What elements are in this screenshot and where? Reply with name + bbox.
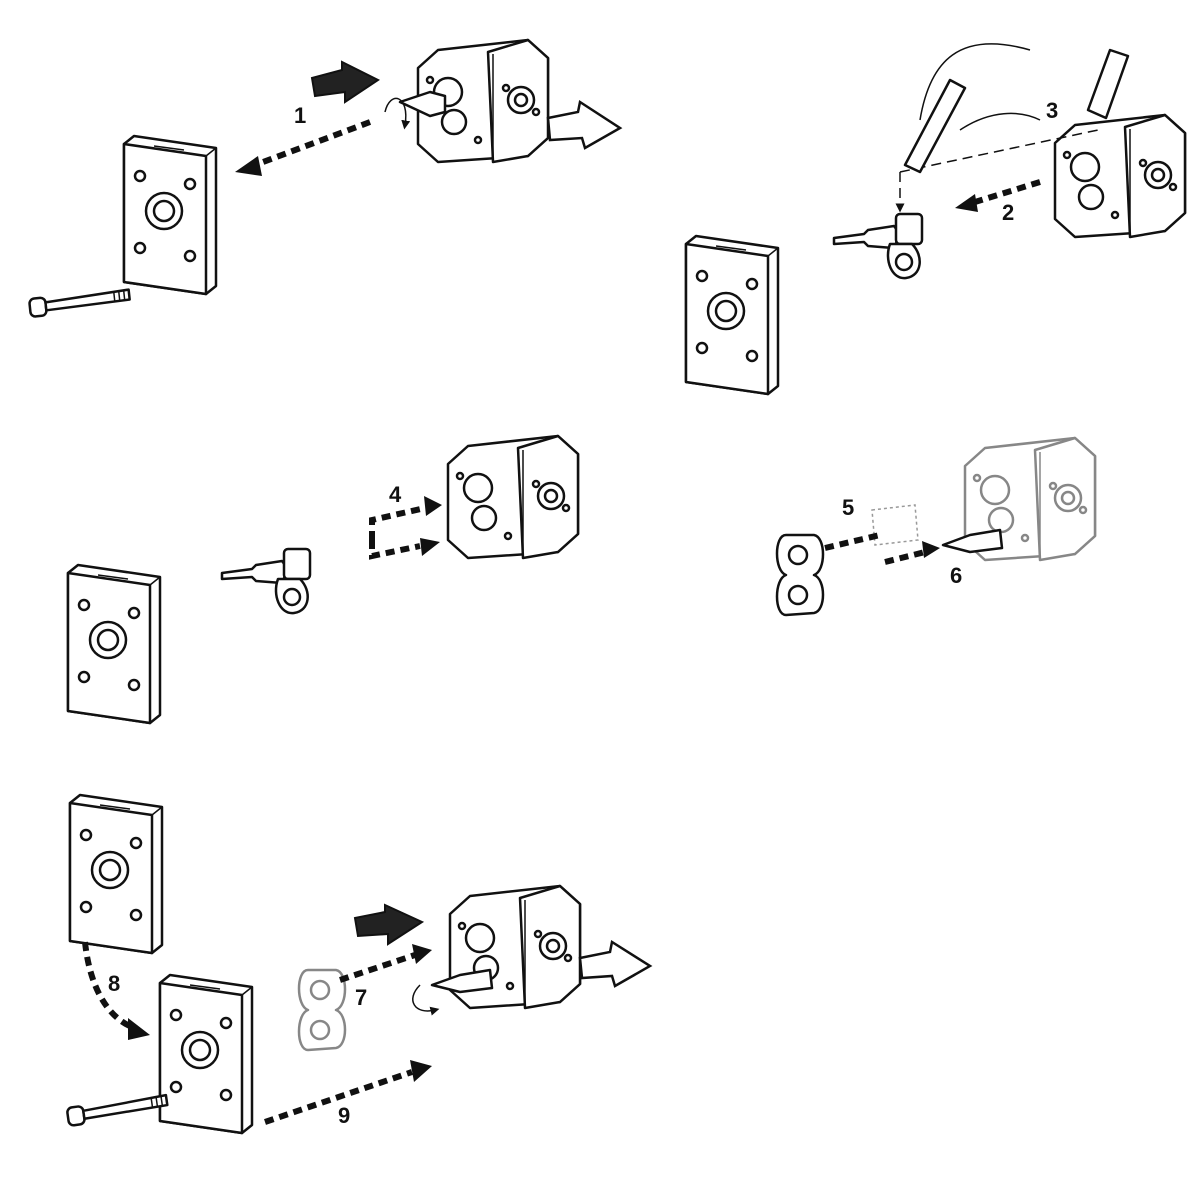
arrowhead bbox=[424, 496, 442, 516]
install-arrow-dashed bbox=[884, 549, 926, 565]
arrowhead bbox=[420, 538, 440, 556]
install-arrow-dashed bbox=[369, 540, 421, 560]
step-label-3: 3 bbox=[1046, 98, 1058, 123]
step-1-group: 1 bbox=[27, 38, 623, 319]
step-label-7: 7 bbox=[355, 985, 367, 1010]
arrowhead bbox=[412, 944, 432, 964]
arrowhead bbox=[128, 1018, 150, 1040]
push-arrow-outline bbox=[546, 99, 623, 150]
cover-plate bbox=[66, 563, 162, 725]
marking-line bbox=[900, 129, 1099, 208]
step-4-group: 4 bbox=[66, 434, 580, 725]
pump-body bbox=[1053, 113, 1187, 239]
install-arrow-dashed bbox=[339, 952, 416, 983]
bearing-block-ghost bbox=[297, 968, 347, 1052]
step-label-4: 4 bbox=[389, 482, 402, 507]
step-7-8-9-group: 7 8 9 bbox=[65, 793, 653, 1135]
arrowhead bbox=[922, 541, 940, 558]
cover-plate bbox=[122, 134, 218, 296]
marker-pen-hand bbox=[903, 78, 967, 174]
hand-outline bbox=[919, 43, 1041, 131]
step-label-6: 6 bbox=[950, 563, 962, 588]
step-label-2: 2 bbox=[1002, 200, 1014, 225]
shaft bbox=[430, 968, 494, 994]
rotate-arrow bbox=[412, 984, 440, 1016]
cover-plate-installed bbox=[158, 973, 254, 1135]
removal-arrow-dashed bbox=[253, 119, 372, 168]
cap-screw bbox=[65, 1092, 170, 1128]
install-arrow-dashed bbox=[369, 505, 426, 540]
rotate-arrow bbox=[384, 97, 411, 130]
marker-pen bbox=[1086, 48, 1130, 120]
cover-plate bbox=[684, 234, 780, 396]
drive-shaft-gear bbox=[220, 547, 312, 615]
move-arrow-dashed bbox=[82, 941, 137, 1031]
step-label-9: 9 bbox=[338, 1103, 350, 1128]
drive-shaft-gear bbox=[832, 212, 924, 280]
push-arrow-outline bbox=[578, 939, 653, 988]
step-label-1: 1 bbox=[294, 103, 306, 128]
push-arrow-dark bbox=[353, 903, 425, 946]
step-5-6-group: 5 6 bbox=[775, 436, 1097, 617]
step-label-5: 5 bbox=[842, 495, 854, 520]
bearing-ghost bbox=[871, 504, 919, 546]
shaft bbox=[398, 90, 447, 118]
step-label-8: 8 bbox=[108, 971, 120, 996]
bearing-block bbox=[775, 533, 825, 617]
shaft bbox=[941, 528, 1004, 554]
install-arrow-dashed bbox=[824, 532, 881, 551]
cover-plate bbox=[68, 793, 164, 955]
cap-screw bbox=[27, 287, 132, 319]
push-arrow-dark bbox=[310, 60, 380, 104]
arrowhead bbox=[410, 1060, 432, 1082]
removal-arrow-dashed bbox=[974, 179, 1041, 205]
install-arrow-dashed bbox=[264, 1069, 413, 1125]
arrowhead bbox=[235, 156, 262, 176]
pump-body bbox=[446, 434, 580, 560]
arrowhead bbox=[955, 194, 978, 212]
step-2-3-group: 2 3 bbox=[684, 43, 1187, 396]
